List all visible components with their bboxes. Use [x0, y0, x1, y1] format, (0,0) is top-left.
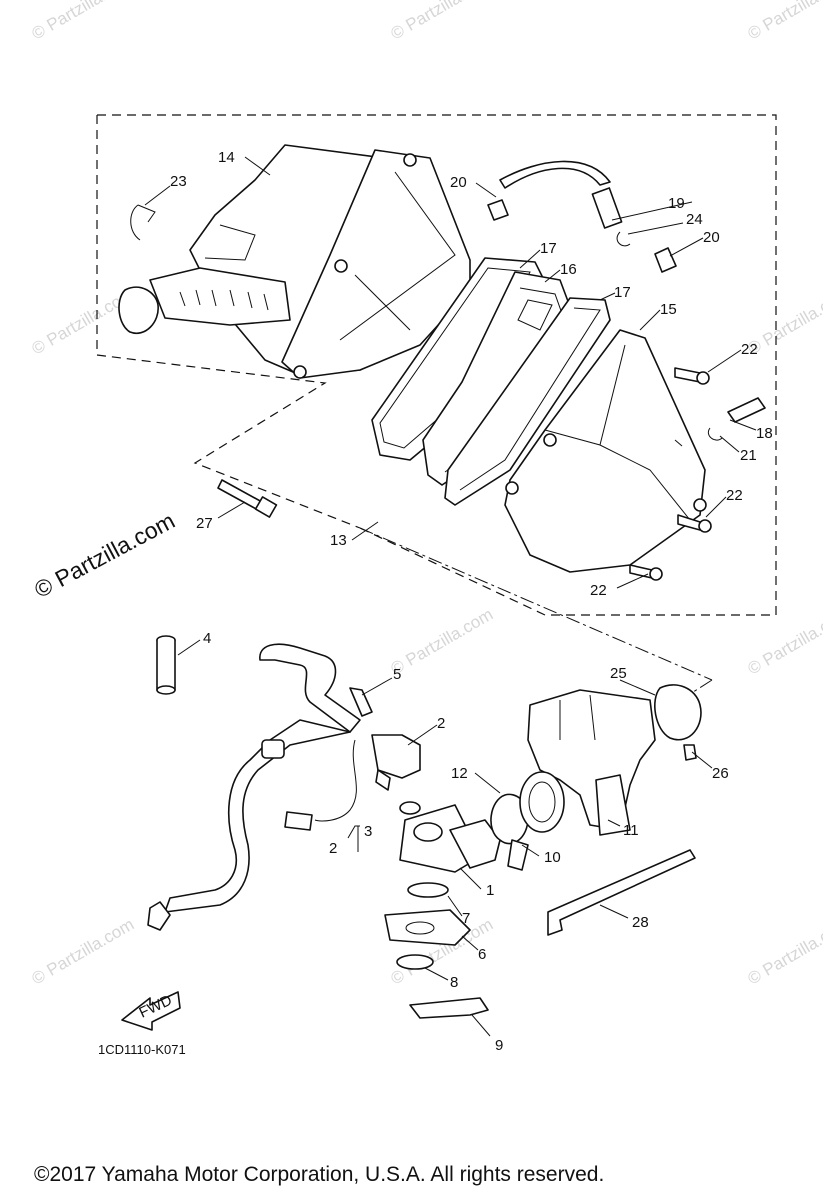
- callout-14: 14: [218, 149, 235, 166]
- callout-23: 23: [170, 173, 187, 190]
- diagram-code: 1CD1110-K071: [98, 1042, 186, 1057]
- callout-9: 9: [495, 1037, 503, 1054]
- callout-12: 12: [451, 765, 468, 782]
- faint-watermark: © Partzilla.com: [388, 0, 497, 43]
- callout-17-left: 17: [540, 240, 557, 257]
- callout-21: 21: [740, 447, 757, 464]
- callout-10: 10: [544, 849, 561, 866]
- faint-watermark: © Partzilla.com: [745, 605, 823, 679]
- air-filter-gaskets: [371, 257, 611, 506]
- air-cleaner-case: [118, 144, 471, 379]
- callout-5: 5: [393, 666, 401, 683]
- faint-watermark: © Partzilla.com: [745, 0, 823, 43]
- callout-22-top: 22: [741, 341, 758, 358]
- callout-19: 19: [668, 195, 685, 212]
- throttle-body-alignment-line: [359, 527, 713, 681]
- throttle-body: [519, 684, 702, 836]
- faint-watermark: © Partzilla.com: [745, 915, 823, 989]
- hose-clip: [130, 204, 156, 241]
- callout-22-middle: 22: [726, 487, 743, 504]
- intake-seals: [384, 882, 489, 1019]
- forward-arrow-icon: FWD: [121, 991, 181, 1031]
- callout-22-bottom: 22: [590, 582, 607, 599]
- drain-hose: [487, 160, 677, 273]
- callout-26: 26: [712, 765, 729, 782]
- callout-28: 28: [632, 914, 649, 931]
- callout-4: 4: [203, 630, 211, 647]
- mounting-bolt: [217, 479, 278, 518]
- air-cleaner-assembly-boundary: [96, 114, 777, 616]
- callout-numbers: 14 23 20 19 24 20 17 16 17 15 22 18 21 2…: [170, 149, 773, 1054]
- callout-25: 25: [610, 665, 627, 682]
- callout-7: 7: [462, 910, 470, 927]
- callout-20-top: 20: [450, 174, 467, 191]
- callout-8: 8: [450, 974, 458, 991]
- callout-24: 24: [686, 211, 703, 228]
- callout-13: 13: [330, 532, 347, 549]
- faint-watermark: © Partzilla.com: [29, 0, 138, 43]
- callout-11: 11: [623, 822, 639, 839]
- callout-2-top: 2: [437, 715, 445, 732]
- copyright-notice: ©2017 Yamaha Motor Corporation, U.S.A. A…: [34, 1163, 605, 1186]
- throttle-body-alignment-line-2: [689, 679, 713, 695]
- callout-15: 15: [660, 301, 677, 318]
- faint-watermark: © Partzilla.com: [388, 605, 497, 679]
- callout-20-right: 20: [703, 229, 720, 246]
- callout-16: 16: [560, 261, 577, 278]
- fuel-hose: [147, 643, 421, 931]
- callout-27: 27: [196, 515, 213, 532]
- callout-17-right: 17: [614, 284, 631, 301]
- callout-3: 3: [364, 823, 372, 840]
- hose-sleeve: [156, 635, 176, 695]
- callout-6: 6: [478, 946, 486, 963]
- callout-1: 1: [486, 882, 494, 899]
- callout-2-bottom: 2: [329, 840, 337, 857]
- faint-watermark: © Partzilla.com: [29, 915, 138, 989]
- air-cleaner-cover: [504, 329, 707, 573]
- leader-lines: [144, 156, 757, 1037]
- cable-tie: [547, 849, 696, 936]
- callout-18: 18: [756, 425, 773, 442]
